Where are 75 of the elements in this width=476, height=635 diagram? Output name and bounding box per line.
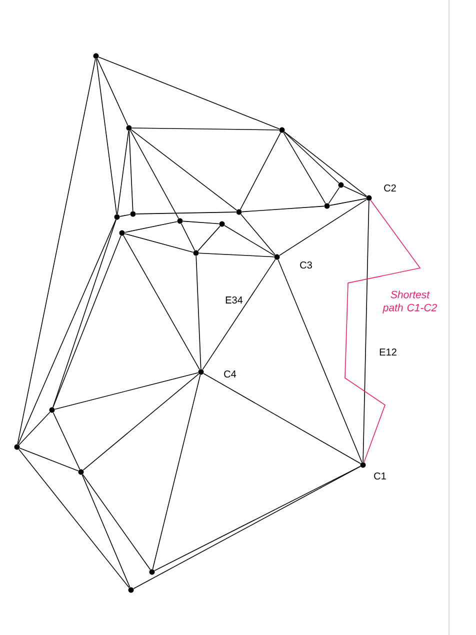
graph-vertex xyxy=(219,221,225,227)
graph-edge xyxy=(180,223,196,251)
graph-edge xyxy=(284,131,368,197)
graph-edge xyxy=(98,56,280,130)
graph-edge xyxy=(278,259,362,463)
vertex-label: C4 xyxy=(224,370,236,378)
graph-edge xyxy=(82,373,200,470)
graph-edge xyxy=(203,373,361,464)
graph-vertex xyxy=(198,369,204,375)
graph-vertex xyxy=(14,444,20,450)
graph-vertex xyxy=(360,462,366,468)
graph-vertex xyxy=(149,569,155,575)
graph-edge xyxy=(224,225,275,256)
graph-edge xyxy=(82,474,151,570)
graph-edge xyxy=(123,235,200,370)
graph-vertex xyxy=(324,203,330,209)
graph-vertex xyxy=(126,125,132,131)
graph-edge xyxy=(52,412,80,470)
graph-edge xyxy=(18,448,130,588)
graph-edge xyxy=(182,220,220,224)
edge-label: E12 xyxy=(378,348,398,356)
graph-vertex xyxy=(236,209,242,215)
graph-edge xyxy=(198,252,274,258)
graph-vertex xyxy=(177,218,183,224)
graph-edge xyxy=(279,199,367,256)
graph-vertex xyxy=(49,407,55,413)
graph-vertex xyxy=(338,182,344,188)
graph-edge xyxy=(240,214,276,256)
graph-edge xyxy=(19,448,79,472)
graph-edge xyxy=(18,412,50,446)
shortest-path-line xyxy=(344,200,421,463)
edge-label: E34 xyxy=(224,295,244,305)
graph-edge xyxy=(17,58,96,444)
edge-label: Shortest path C1-C2 xyxy=(372,290,448,314)
graph-edge xyxy=(18,219,116,445)
vertex-label: C3 xyxy=(300,261,312,269)
graph-edge xyxy=(124,221,178,233)
graph-vertex xyxy=(114,214,120,220)
graph-edge xyxy=(202,259,276,370)
graph-vertex xyxy=(366,195,372,201)
graph-vertex xyxy=(119,230,125,236)
graph-edge xyxy=(54,372,199,410)
graph-edge xyxy=(96,58,118,214)
graph-edge xyxy=(196,256,202,370)
graph-edge xyxy=(154,466,361,572)
graph-edge xyxy=(117,130,129,214)
graph-edge xyxy=(128,130,134,212)
graph-edge xyxy=(240,132,282,210)
graph-edge xyxy=(242,206,324,212)
graph-edge xyxy=(343,186,367,198)
graph-edge xyxy=(132,128,280,130)
graph-edge xyxy=(82,474,130,588)
graph-edge xyxy=(362,200,370,462)
graph-edge xyxy=(130,130,179,219)
graph-vertex xyxy=(274,254,280,260)
graph-vertex xyxy=(193,250,199,256)
vertex-label: C1 xyxy=(374,472,386,480)
graph-vertex xyxy=(78,469,84,475)
graph-edge xyxy=(96,58,128,126)
graph-edge xyxy=(283,132,326,204)
graph-edge xyxy=(284,132,340,184)
graph-vertex xyxy=(128,587,134,593)
graph-edge xyxy=(328,187,340,204)
graph-edge xyxy=(120,214,130,217)
graph-edge xyxy=(198,226,220,252)
graph-vertex xyxy=(279,127,285,133)
graph-vertex xyxy=(93,53,99,59)
vertex-label: C2 xyxy=(384,184,396,192)
graph-edge xyxy=(330,198,366,206)
graph-edge xyxy=(124,233,194,253)
graph-edge xyxy=(130,129,238,211)
graph-vertex xyxy=(130,211,136,217)
graph-edge xyxy=(133,466,361,589)
graph-edge xyxy=(136,212,236,214)
graph-edge xyxy=(152,374,201,570)
